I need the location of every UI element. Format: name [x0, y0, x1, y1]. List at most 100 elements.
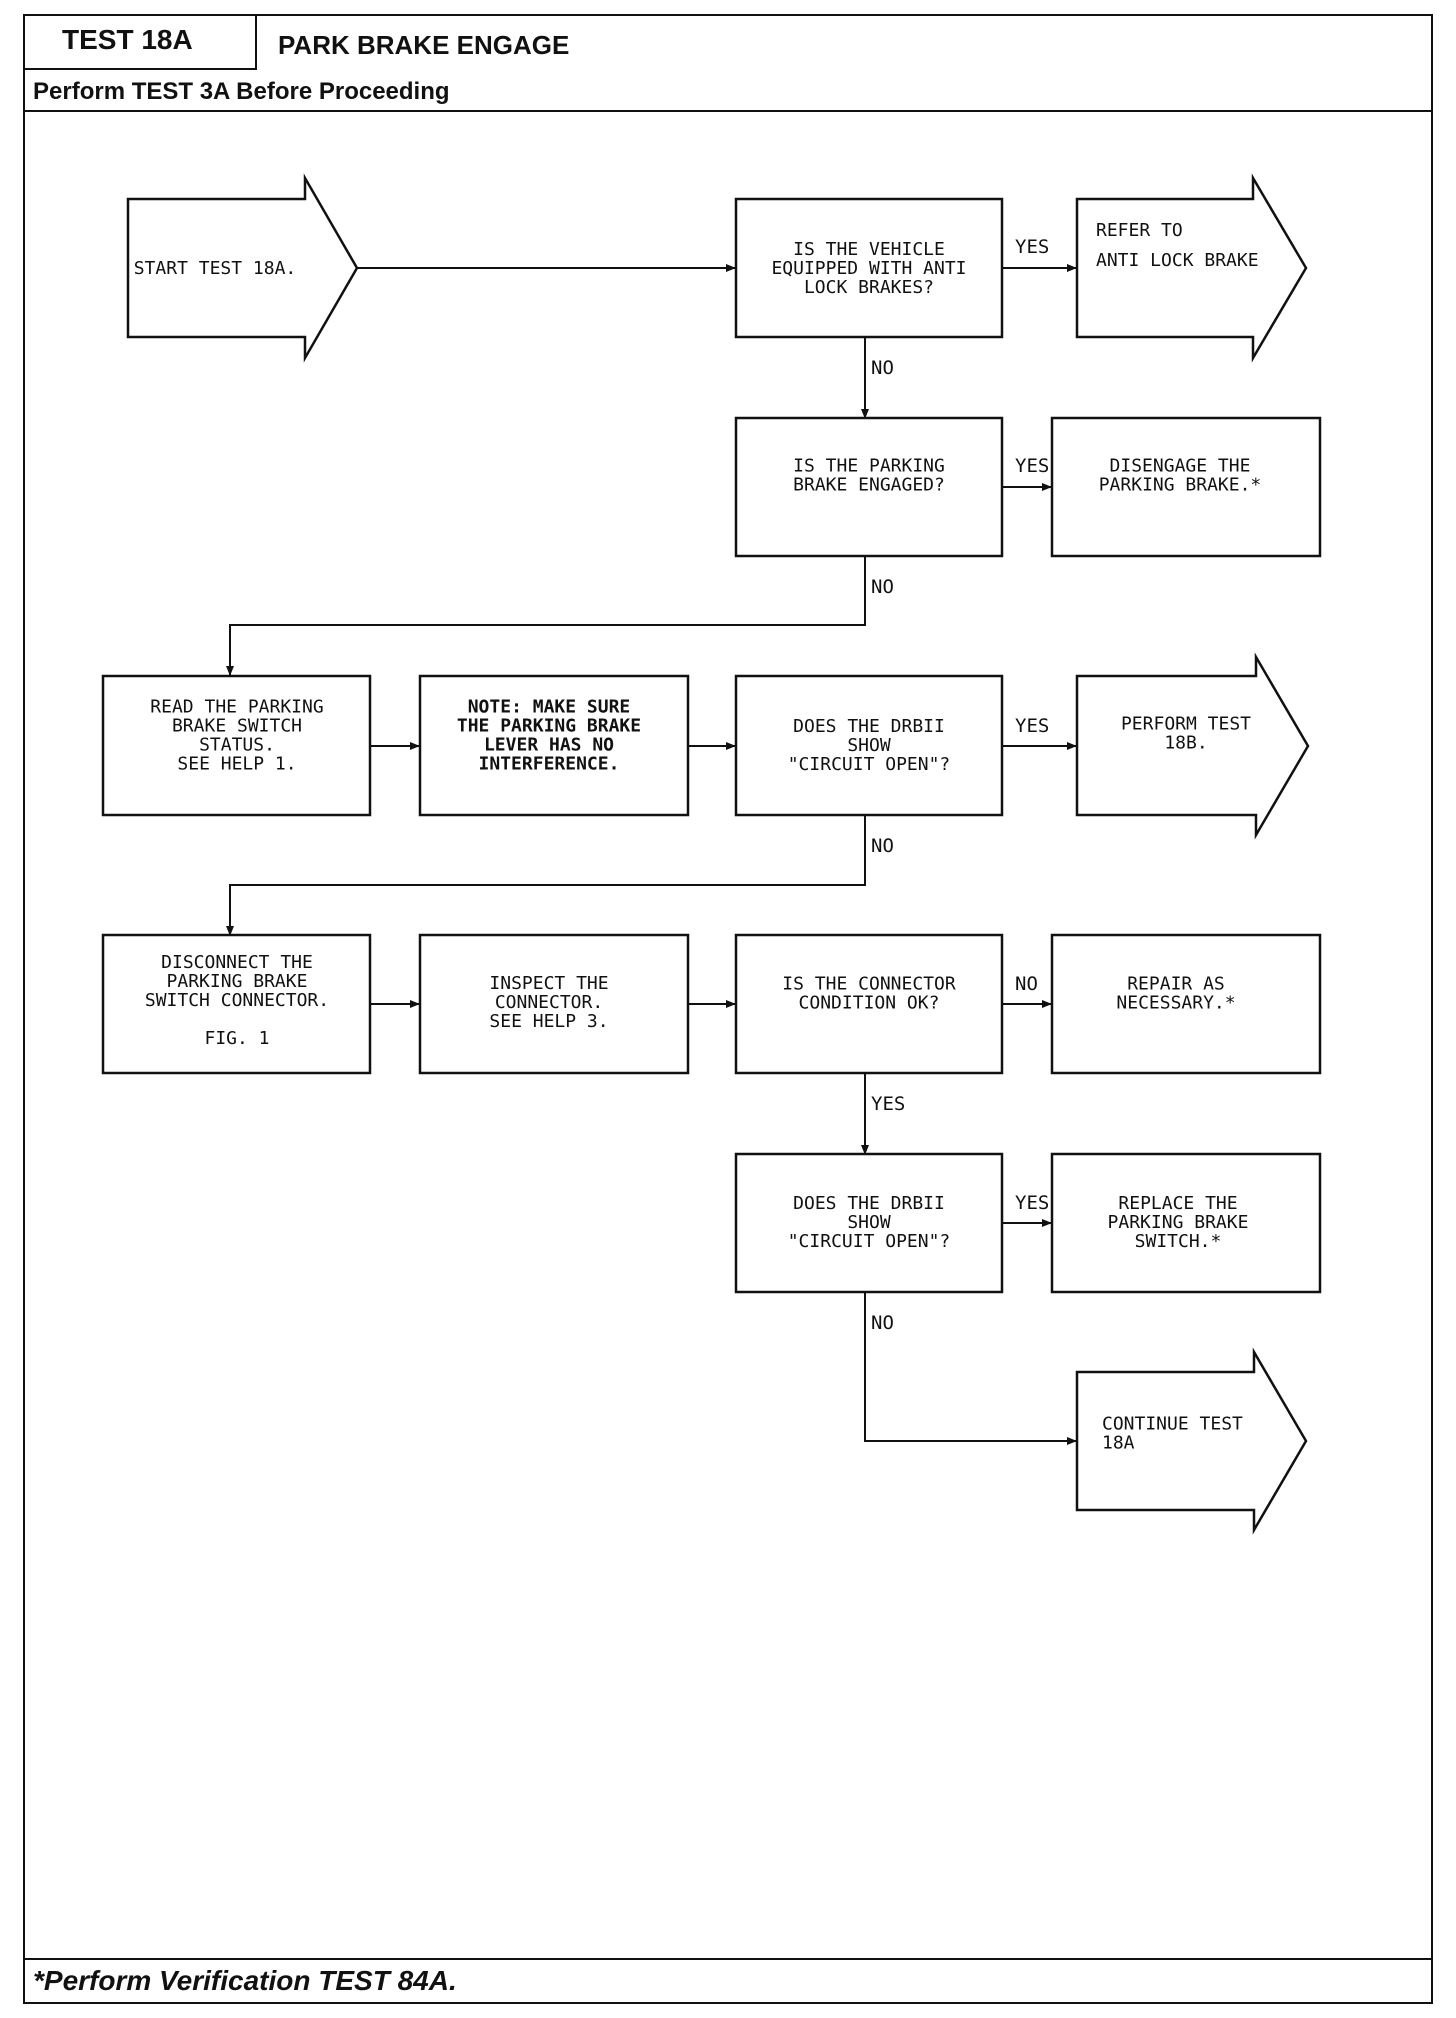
box-text-line: CONTINUE TEST	[1102, 1414, 1243, 1435]
box-text-line: REFER TO	[1096, 220, 1183, 241]
box-text-line: REPAIR AS	[1127, 974, 1225, 995]
box-text-line: DOES THE DRBII	[793, 1193, 945, 1214]
box-text-line: 18A	[1102, 1433, 1135, 1454]
label-no: NO	[871, 1312, 894, 1334]
label-no: NO	[871, 576, 894, 598]
box-text-line: BRAKE ENGAGED?	[793, 475, 945, 496]
label-no: NO	[1015, 973, 1038, 995]
box-text-line: NECESSARY.*	[1116, 993, 1235, 1014]
replace-switch-box	[1050, 1152, 1322, 1294]
box-text-line: FIG. 1	[204, 1028, 269, 1049]
disconnect-box	[101, 933, 372, 1075]
box-text-line: SWITCH CONNECTOR.	[145, 990, 329, 1011]
box-text-line: THE PARKING BRAKE	[457, 716, 641, 737]
box-text-line: NOTE: MAKE SURE	[468, 697, 631, 718]
test-id: TEST 18A	[62, 24, 193, 55]
box-text-line: CONDITION OK?	[799, 993, 940, 1014]
branch-labels: YES NO YES NO YES NO NO YES YES NO	[871, 236, 1049, 1334]
box-text-line: PARKING BRAKE	[1108, 1212, 1249, 1233]
decision-engaged-box	[734, 416, 1004, 558]
header-divider	[255, 14, 257, 70]
box-text-line: "CIRCUIT OPEN"?	[788, 754, 951, 775]
note-lever-box	[418, 674, 690, 817]
label-yes: YES	[1015, 455, 1049, 477]
start-text: START TEST 18A.	[134, 258, 297, 279]
shapes	[101, 173, 1322, 1535]
refer-antilock-text: REFER TO ANTI LOCK BRAKE	[1096, 220, 1259, 271]
footer-note: *Perform Verification TEST 84A.	[33, 1965, 457, 1996]
box-text-line: IS THE CONNECTOR	[782, 974, 956, 995]
box-text-line: DISENGAGE THE	[1110, 456, 1251, 477]
decision-antilock-box	[734, 197, 1004, 339]
connector-circuit1-no	[226, 815, 866, 936]
header-id-underline	[23, 68, 255, 70]
connectors	[226, 264, 1077, 1445]
box-text-line: REPLACE THE	[1118, 1193, 1237, 1214]
box-text-line: DISCONNECT THE	[161, 952, 313, 973]
footer-rule	[23, 1958, 1433, 1960]
header-bottom-rule	[23, 110, 1433, 112]
perform-18b-arrow	[1075, 652, 1310, 840]
label-no: NO	[871, 357, 894, 379]
test-title: PARK BRAKE ENGAGE	[278, 30, 570, 60]
box-text-line: INTERFERENCE.	[479, 754, 620, 775]
box-text-line: EQUIPPED WITH ANTI	[771, 258, 966, 279]
label-yes: YES	[1015, 715, 1049, 737]
label-yes: YES	[1015, 1192, 1049, 1214]
box-text-line: PARKING BRAKE	[167, 971, 308, 992]
inspect-box	[418, 933, 690, 1075]
page-frame	[23, 14, 1433, 2004]
box-text-line: BRAKE SWITCH	[172, 716, 302, 737]
label-no: NO	[871, 835, 894, 857]
box-text-line: IS THE VEHICLE	[793, 239, 945, 260]
disengage-box	[1050, 416, 1322, 558]
box-text-line: IS THE PARKING	[793, 456, 945, 477]
start-arrow	[126, 173, 359, 363]
box-text-line: INSPECT THE	[489, 973, 608, 994]
box-text-line: START TEST 18A.	[134, 258, 297, 279]
box-text-line: SHOW	[847, 1212, 891, 1233]
repair-box	[1050, 933, 1322, 1075]
decision-circuit-open-2-box	[734, 1152, 1004, 1294]
read-status-box	[101, 674, 372, 817]
connector-engaged-no	[226, 556, 866, 676]
box-text-line: SEE HELP 1.	[177, 754, 296, 775]
box-text-line: ANTI LOCK BRAKE	[1096, 250, 1259, 271]
box-text-line: SEE HELP 3.	[489, 1011, 608, 1032]
connector-circuit2-no	[864, 1292, 1077, 1445]
prerequisite-note: Perform TEST 3A Before Proceeding	[33, 78, 450, 105]
box-text-line: PARKING BRAKE.*	[1099, 475, 1262, 496]
box-text-line: SWITCH.*	[1135, 1231, 1222, 1252]
box-text-line: SHOW	[847, 735, 891, 756]
refer-antilock-arrow	[1075, 173, 1308, 363]
box-text-line: "CIRCUIT OPEN"?	[788, 1231, 951, 1252]
box-text-line: DOES THE DRBII	[793, 716, 945, 737]
box-text-line: CONNECTOR.	[495, 992, 603, 1013]
box-text-line: 18B.	[1164, 733, 1207, 754]
box-text-line: PERFORM TEST	[1121, 714, 1251, 735]
label-yes: YES	[871, 1093, 905, 1115]
continue-18a-arrow	[1075, 1347, 1308, 1535]
decision-connector-ok-box	[734, 933, 1004, 1075]
box-text-line: LOCK BRAKES?	[804, 277, 934, 298]
box-text-line: STATUS.	[199, 735, 275, 756]
decision-circuit-open-1-box	[734, 674, 1004, 817]
box-text-line: LEVER HAS NO	[484, 735, 614, 756]
label-yes: YES	[1015, 236, 1049, 258]
